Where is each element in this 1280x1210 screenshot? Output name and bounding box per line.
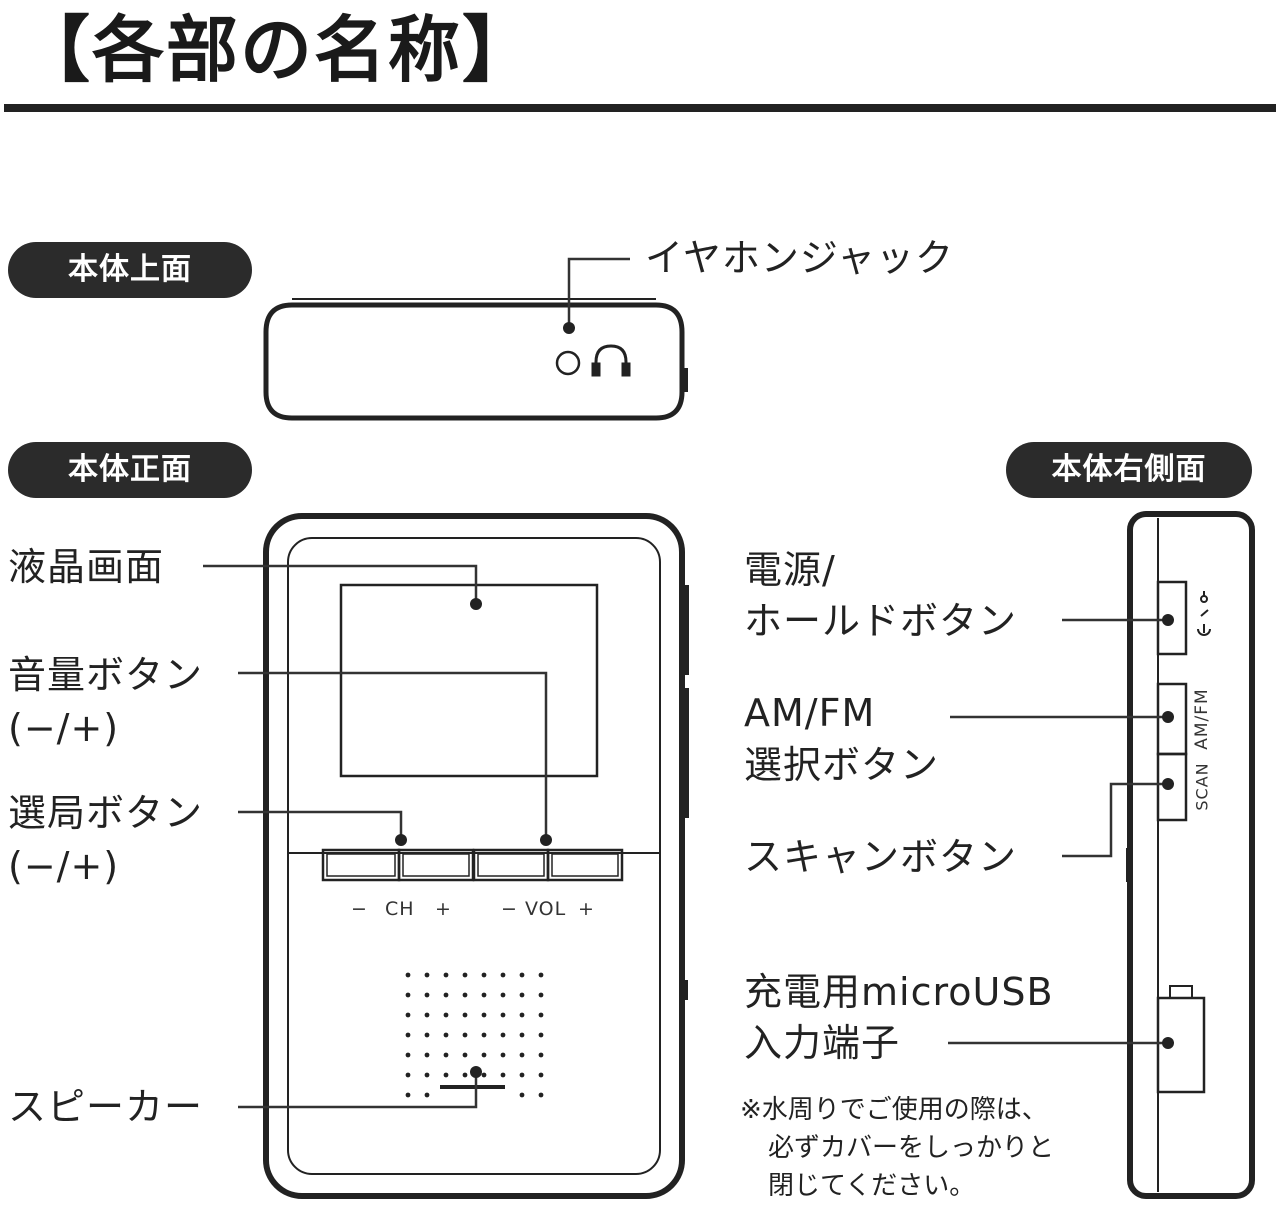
earphone-jack-hole: [555, 350, 581, 376]
vol-plus-label: +: [578, 898, 595, 920]
speaker-hole: [424, 972, 430, 978]
note-line-1: ※水周りでご使用の際は、: [740, 1095, 1048, 1125]
speaker-label: スピーカー: [8, 1085, 204, 1129]
tuning-button-sub-label: (−/+): [8, 844, 120, 888]
vol-minus-label: −: [501, 898, 518, 920]
speaker-hole: [500, 972, 506, 978]
am-fm-label-1: AM/FM: [744, 691, 876, 735]
speaker-hole: [538, 1072, 544, 1078]
scan-button[interactable]: [1156, 752, 1188, 822]
speaker-hole: [405, 1052, 411, 1058]
speaker-hole: [443, 992, 449, 998]
vol-label: VOL: [525, 898, 567, 920]
title-divider: [4, 104, 1276, 112]
section-label-front: 本体正面: [8, 442, 252, 498]
speaker-hole: [500, 992, 506, 998]
speaker-hole: [443, 1012, 449, 1018]
speaker-hole: [405, 972, 411, 978]
speaker-hole: [519, 1012, 525, 1018]
device-right-side-view: [1126, 511, 1255, 1199]
speaker-hole: [443, 972, 449, 978]
note-line-3: 閉じてください。: [768, 1171, 976, 1201]
speaker-hole: [538, 992, 544, 998]
speaker-hole: [462, 992, 468, 998]
power-hold-label-2: ホールドボタン: [744, 599, 1018, 643]
speaker-hole: [405, 1012, 411, 1018]
speaker-hole: [424, 1072, 430, 1078]
power-icon: [1197, 591, 1211, 636]
power-hold-label-1: 電源/: [744, 548, 836, 592]
speaker-hole: [519, 992, 525, 998]
ch-plus-label: +: [435, 898, 452, 920]
speaker-hole: [462, 1052, 468, 1058]
speaker-hole: [405, 992, 411, 998]
lcd-screen-label: 液晶画面: [8, 545, 165, 589]
device-top-view: [263, 298, 688, 421]
speaker-grille: [405, 972, 544, 1098]
vol-plus-button[interactable]: [546, 848, 624, 882]
speaker-hole: [519, 1032, 525, 1038]
speaker-hole: [462, 1072, 468, 1078]
speaker-hole: [538, 1052, 544, 1058]
callout-leaders: [203, 257, 1168, 1109]
page-title: 【各部の名称】: [18, 8, 537, 92]
note-line-2: 必ずカバーをしっかりと: [768, 1133, 1055, 1163]
speaker-hole: [424, 992, 430, 998]
speaker-hole: [500, 1052, 506, 1058]
scan-side-label: SCAN: [1192, 762, 1212, 811]
speaker-hole: [500, 1032, 506, 1038]
speaker-hole: [481, 1052, 487, 1058]
speaker-hole: [519, 1092, 525, 1098]
speaker-hole: [424, 1032, 430, 1038]
speaker-hole: [481, 1012, 487, 1018]
speaker-hole: [500, 1072, 506, 1078]
lcd-screen: [339, 583, 599, 778]
speaker-hole: [443, 1072, 449, 1078]
speaker-hole: [462, 1012, 468, 1018]
earphone-jack-label: イヤホンジャック: [645, 236, 954, 280]
callout-dots: [395, 322, 1174, 1078]
usb-port-label-1: 充電用microUSB: [744, 970, 1054, 1014]
speaker-hole: [519, 972, 525, 978]
speaker-hole: [405, 1072, 411, 1078]
speaker-hole: [443, 1032, 449, 1038]
usb-port-label-2: 入力端子: [744, 1021, 901, 1065]
speaker-hole: [481, 972, 487, 978]
speaker-hole: [462, 1032, 468, 1038]
volume-button-sub-label: (−/+): [8, 706, 120, 750]
speaker-hole: [443, 1052, 449, 1058]
ch-label: CH: [385, 898, 415, 920]
speaker-hole: [538, 1092, 544, 1098]
speaker-hole: [538, 1032, 544, 1038]
speaker-hole: [424, 1052, 430, 1058]
section-label-top: 本体上面: [8, 242, 252, 298]
headphone-icon: [591, 344, 631, 377]
speaker-hole: [405, 1032, 411, 1038]
am-fm-label-2: 選択ボタン: [744, 743, 940, 787]
speaker-hole: [424, 1092, 430, 1098]
ch-minus-label: −: [351, 898, 368, 920]
scan-button-label: スキャンボタン: [744, 835, 1018, 879]
speaker-hole: [538, 1012, 544, 1018]
speaker-hole: [538, 972, 544, 978]
speaker-hole: [519, 1052, 525, 1058]
section-label-right: 本体右側面: [1006, 442, 1252, 498]
speaker-hole: [481, 1072, 487, 1078]
speaker-hole: [481, 1032, 487, 1038]
speaker-hole: [519, 1072, 525, 1078]
speaker-hole: [500, 1012, 506, 1018]
speaker-hole: [481, 992, 487, 998]
speaker-hole: [405, 1092, 411, 1098]
device-front-view: [263, 513, 689, 1199]
speaker-hole: [462, 972, 468, 978]
tuning-button-label: 選局ボタン: [8, 791, 204, 835]
speaker-hole: [424, 1012, 430, 1018]
volume-button-label: 音量ボタン: [8, 653, 204, 697]
power-hold-button[interactable]: [1156, 580, 1188, 656]
